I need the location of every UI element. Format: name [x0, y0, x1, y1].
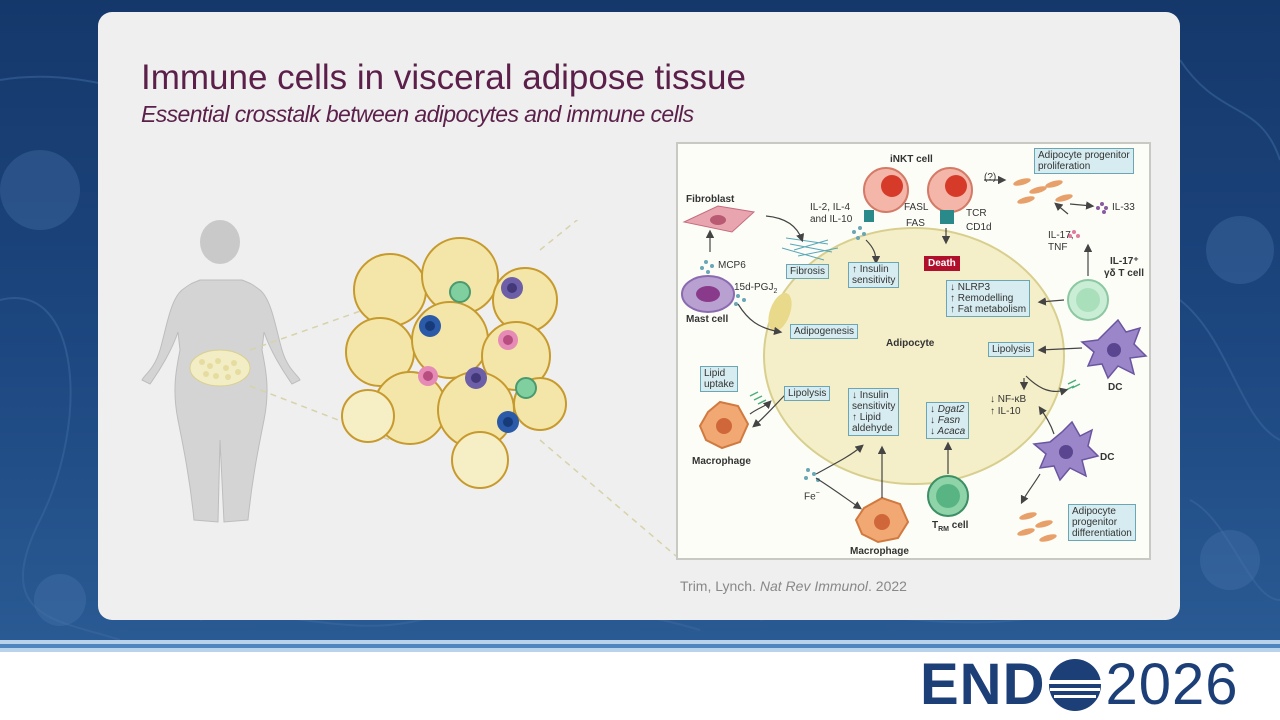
adipogenesis-box: Adipogenesis	[790, 324, 859, 339]
gene-expression-box: ↓ Dgat2↓ Fasn↓ Acaca	[926, 402, 970, 439]
macrophage-left-label: Macrophage	[692, 456, 751, 467]
cd1d-label: CD1d	[966, 222, 992, 233]
adipocyte-label: Adipocyte	[886, 338, 935, 349]
inkt-cells	[863, 167, 973, 224]
footer-stripe-accent	[0, 644, 1280, 648]
mast-cell-label: Mast cell	[686, 314, 729, 325]
fas-label: FAS	[906, 218, 925, 229]
fibrosis-box: Fibrosis	[786, 264, 830, 279]
il10-label: ↑ IL-10	[990, 406, 1021, 417]
adipose-illustration	[141, 220, 677, 557]
mcp6-label: MCP6	[718, 260, 746, 271]
slide-subtitle: Essential crosstalk between adipocytes a…	[141, 101, 694, 127]
il33-label: IL-33	[1112, 202, 1135, 213]
background-texture	[0, 59, 1280, 640]
citation: Trim, Lynch. Nat Rev Immunol. 2022	[680, 578, 907, 594]
endo-logo: END 2026	[920, 656, 1239, 714]
tcr-label: TCR	[966, 208, 987, 219]
nfkb-label: ↓ NF-κB	[990, 394, 1027, 405]
question-label: (?)	[984, 172, 997, 183]
gd-t-cell-label-2: γδ T cell	[1104, 268, 1144, 279]
lipolysis-left-box: Lipolysis	[784, 386, 831, 401]
dc-right-label: DC	[1108, 382, 1123, 393]
il17-label-1: IL-17,	[1048, 230, 1074, 241]
death-box: Death	[924, 256, 960, 271]
il-label-2: and IL-10	[810, 214, 853, 225]
human-silhouette	[141, 220, 301, 523]
logo-text-year: 2026	[1105, 652, 1239, 717]
gd-t-cell-label-1: IL-17⁺	[1110, 256, 1139, 267]
trm-cell-label: TRM cell	[932, 520, 969, 533]
inkt-cell-label: iNKT cell	[890, 154, 933, 165]
il17-label-2: TNF	[1048, 242, 1068, 253]
nlrp3-box: ↓ NLRP3↑ Remodelling↑ Fat metabolism	[946, 280, 1031, 317]
crosstalk-diagram: iNKT cell Fibroblast Mast cell Adipocyte…	[676, 142, 1151, 560]
lipolysis-right-box: Lipolysis	[988, 342, 1035, 357]
dc-bottom-label: DC	[1100, 452, 1115, 463]
il-label-1: IL-2, IL-4	[810, 202, 851, 213]
globe-icon	[1048, 659, 1103, 711]
macrophage-bottom-label: Macrophage	[850, 546, 909, 557]
logo-text-end: END	[920, 652, 1046, 717]
fibroblast-label: Fibroblast	[686, 194, 735, 205]
immune-cells-in-cluster	[418, 277, 537, 433]
adipocyte-cluster	[341, 237, 567, 489]
slide-title: Immune cells in visceral adipose tissue	[141, 58, 746, 97]
fasl-label: FASL	[904, 202, 929, 213]
fe-label: Fe−	[804, 490, 820, 503]
pgj2-label: 15d-PGJ2	[734, 282, 778, 295]
